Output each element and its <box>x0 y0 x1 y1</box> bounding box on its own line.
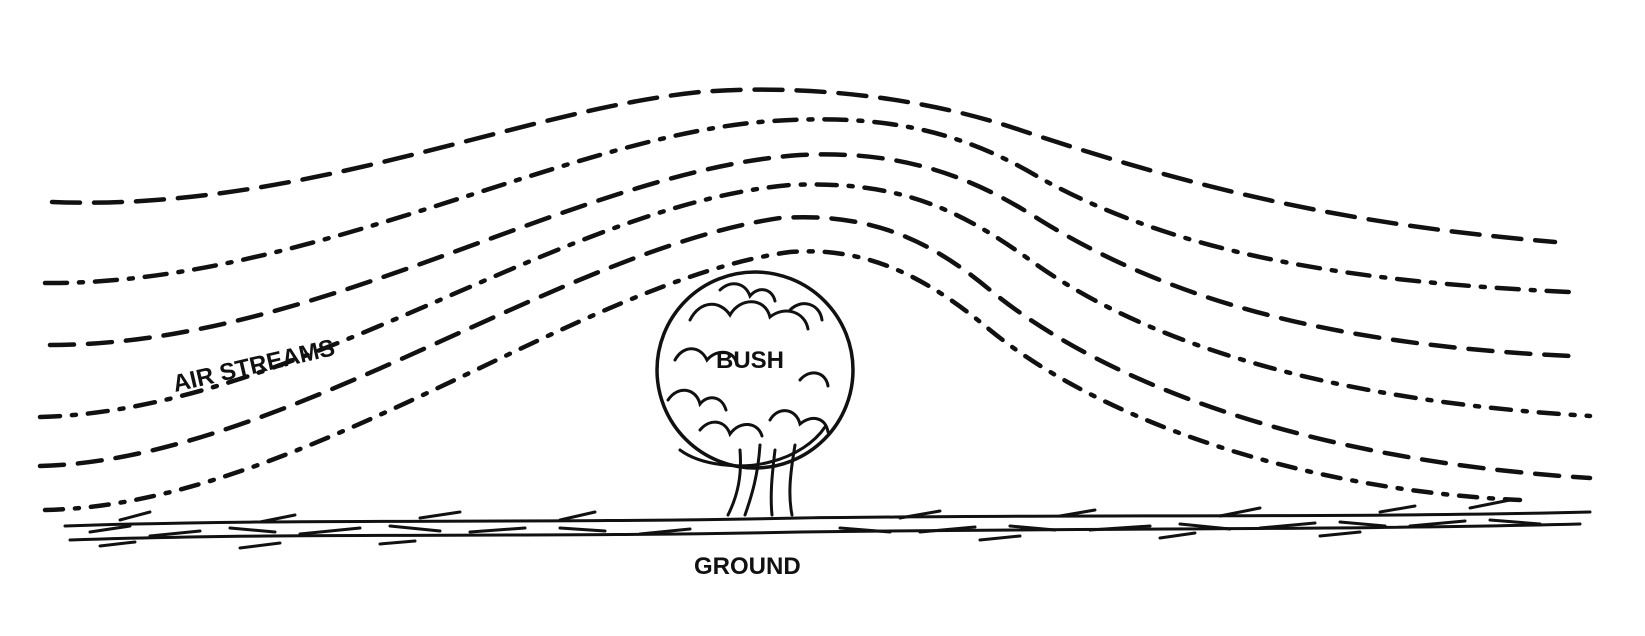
air-stream-line <box>42 249 1523 513</box>
air-streams <box>37 87 1593 513</box>
air-stream-line <box>42 117 1573 295</box>
air-stream-line <box>49 87 1558 245</box>
ground-label: GROUND <box>694 553 801 580</box>
bush-foliage <box>655 270 855 470</box>
bush-trunk <box>726 443 797 517</box>
ground <box>63 498 1592 550</box>
air-stream-line <box>37 182 1593 420</box>
air-stream-line <box>47 152 1573 359</box>
bush-label: BUSH <box>716 347 784 374</box>
air-streams-label: AIR STREAMS <box>170 334 337 398</box>
air-stream-line <box>37 215 1593 481</box>
bush <box>655 270 855 517</box>
